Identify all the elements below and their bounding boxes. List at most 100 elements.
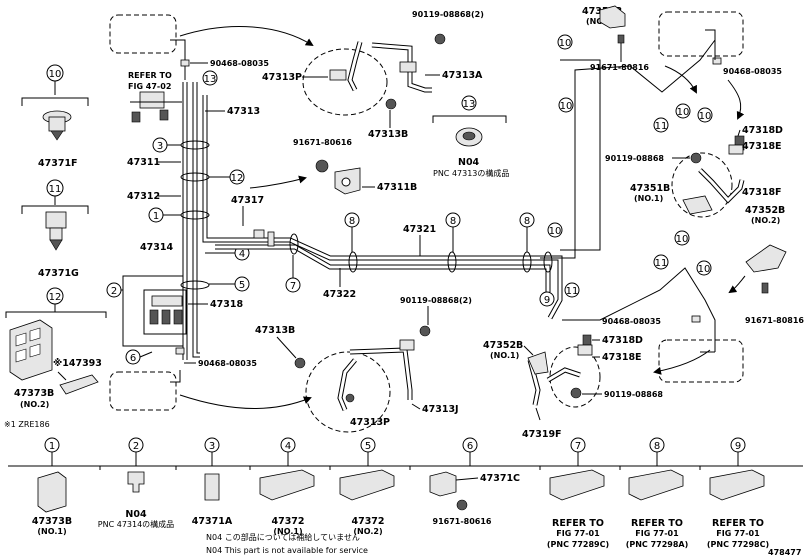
legend-clip-icon xyxy=(37,471,67,513)
label-47313b-bot: 47313B xyxy=(255,325,295,336)
legend-clip-icon xyxy=(127,471,145,493)
svg-text:10: 10 xyxy=(676,234,689,245)
bolt-90119-bot: 90119-08868 xyxy=(604,390,663,399)
legend-item-6: 6 47371C 91671-80616 xyxy=(429,437,520,526)
clip-47373b-no2-icon xyxy=(9,319,53,381)
callout-8-a: 8 xyxy=(344,212,360,252)
clip-47371f-icon xyxy=(42,110,72,141)
label-47313a: 47313A xyxy=(442,70,483,81)
svg-text:10: 10 xyxy=(698,264,711,275)
bolt-91671-mid: 91671-80616 xyxy=(293,138,352,147)
label-47351b-mid-sub: (NO.1) xyxy=(634,194,663,203)
legend-part-label: 47371C xyxy=(480,473,520,484)
legend-part-label: N04 xyxy=(125,509,147,520)
callout-10-r1: 10 xyxy=(557,34,573,50)
callout-9: 9 xyxy=(539,291,555,307)
label-47311b: 47311B xyxy=(377,182,417,193)
right-tube-routing xyxy=(540,29,722,353)
legend-sub-label: PNC 47314の構成品 xyxy=(98,519,174,529)
figure-id: 478477 xyxy=(768,548,801,557)
svg-text:9: 9 xyxy=(544,295,550,306)
svg-text:10: 10 xyxy=(699,111,712,122)
svg-text:10: 10 xyxy=(49,69,62,80)
legend-sub-label: (NO.1) xyxy=(37,527,66,536)
svg-text:12: 12 xyxy=(231,173,244,184)
svg-text:10: 10 xyxy=(559,38,572,49)
label-47318: 47318 xyxy=(210,299,243,310)
legend-pnc-label: (PNC 77289C) xyxy=(547,540,609,549)
callout-12: 12 xyxy=(209,169,245,185)
callout-10-r2: 10 xyxy=(558,97,574,113)
refer-fig47-line1: REFER TO xyxy=(128,71,172,80)
grommet-icon xyxy=(455,127,483,147)
label-47351b-mid: 47351B xyxy=(630,183,670,194)
svg-text:13: 13 xyxy=(204,74,217,85)
part-47393-icon xyxy=(57,371,99,395)
callout-11-r3: 11 xyxy=(564,282,580,298)
legend-sub-label: FIG 77-01 xyxy=(716,529,760,538)
bolt-91671-top-right: 91671-80816 xyxy=(590,63,649,72)
legend-clip-icon xyxy=(709,469,765,501)
hose-47313a-group xyxy=(302,33,446,116)
dashed-box-bottom-right xyxy=(658,339,744,383)
svg-text:7: 7 xyxy=(290,281,296,292)
svg-text:10: 10 xyxy=(549,226,562,237)
svg-text:10: 10 xyxy=(560,101,573,112)
label-47352b-top-sub: (NO.2) xyxy=(751,216,780,225)
legend-part-label: 47372 xyxy=(351,516,384,527)
svg-text:1: 1 xyxy=(153,211,159,222)
label-47313: 47313 xyxy=(227,106,260,117)
legend-sub-label: 91671-80616 xyxy=(433,517,492,526)
legend-pnc-label: (PNC 77298C) xyxy=(707,540,769,549)
label-47321: 47321 xyxy=(403,224,436,235)
callout-5: 5 xyxy=(209,276,250,292)
legend-callout-num: 7 xyxy=(575,441,581,452)
left-callout-10: 10 xyxy=(21,64,89,106)
note-zre186: ※1 ZRE186 xyxy=(4,420,50,429)
legend-part-label: REFER TO xyxy=(631,518,683,529)
legend-callout-num: 6 xyxy=(467,441,473,452)
legend-sub-label: (NO.1) xyxy=(273,527,302,536)
svg-text:3: 3 xyxy=(157,141,163,152)
callout-10-r3: 10 xyxy=(547,222,563,238)
callout-2: 2 xyxy=(106,282,123,298)
svg-text:8: 8 xyxy=(349,216,355,227)
legend-clip-icon xyxy=(628,469,684,501)
bracket-47351b-no2-icon xyxy=(599,5,626,44)
label-47314: 47314 xyxy=(140,242,173,253)
hose-47313j-group xyxy=(294,325,431,433)
callout-11-r2: 11 xyxy=(653,254,669,270)
label-47318e-top: 47318E xyxy=(742,141,782,152)
svg-text:8: 8 xyxy=(450,216,456,227)
svg-text:11: 11 xyxy=(655,121,668,132)
main-tubes xyxy=(215,229,563,320)
svg-text:6: 6 xyxy=(130,353,136,364)
legend-part-label: REFER TO xyxy=(552,518,604,529)
callout-10-r6: 10 xyxy=(674,230,690,246)
bolt-90468-mid-left: 90468-08035 xyxy=(198,359,257,368)
label-47371g: 47371G xyxy=(38,268,79,279)
legend-sub-label: FIG 77-01 xyxy=(635,529,679,538)
callout-1: 1 xyxy=(148,207,181,223)
bolt-90119-mid: 90119-08868(2) xyxy=(400,296,472,305)
label-47312: 47312 xyxy=(127,191,160,202)
callout-10-r7: 10 xyxy=(696,260,712,276)
legend-clip-icon xyxy=(429,471,457,497)
svg-text:4: 4 xyxy=(239,249,245,260)
label-47318d-top: 47318D xyxy=(742,125,783,136)
refer-fig47-line2: FIG 47-02 xyxy=(128,82,171,91)
callout-6: 6 xyxy=(125,349,153,365)
label-47393: ※147393 xyxy=(53,358,102,369)
left-callout-11: 11 xyxy=(21,179,89,214)
legend-callout-num: 5 xyxy=(365,441,371,452)
label-47313p-top: 47313P xyxy=(262,72,302,83)
label-47318f: 47318F xyxy=(742,187,782,198)
bolt-90119-top: 90119-08868(2) xyxy=(412,10,484,19)
label-47311: 47311 xyxy=(127,157,160,168)
